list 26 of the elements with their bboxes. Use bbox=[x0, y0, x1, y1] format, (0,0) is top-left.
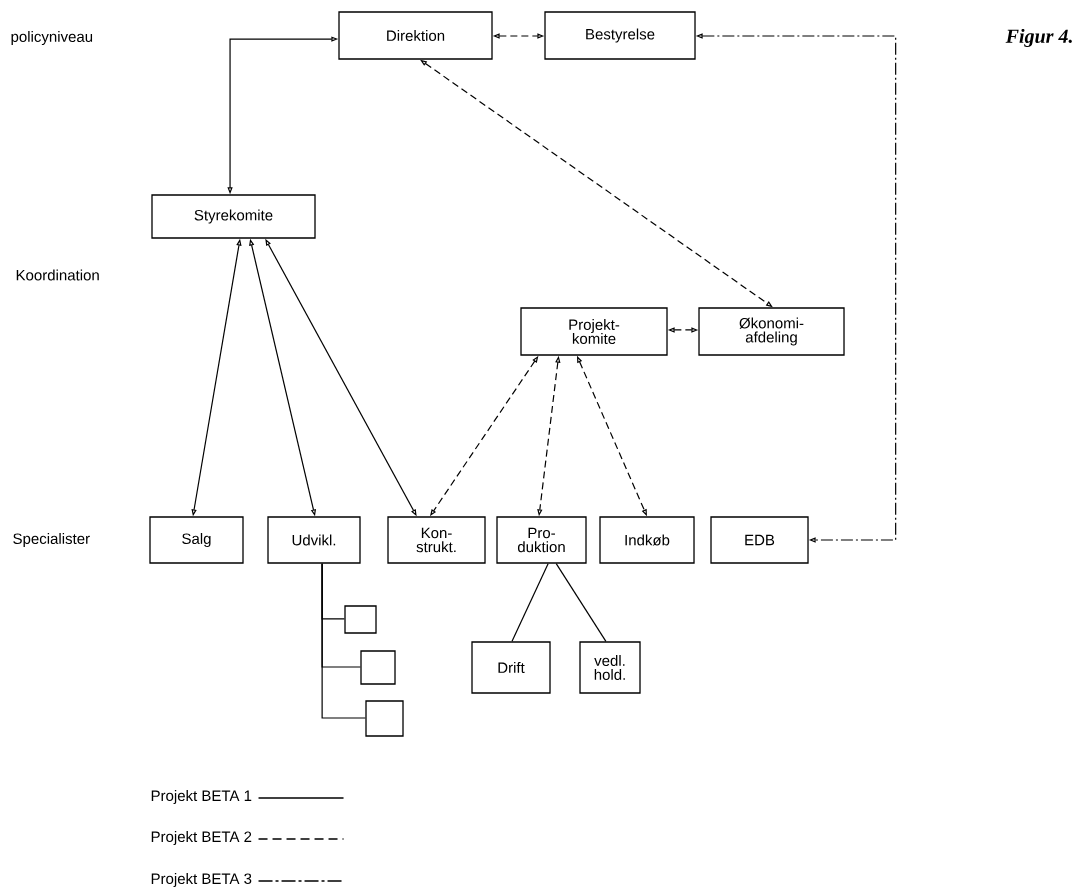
connector-line bbox=[555, 563, 607, 642]
org-box: Drift bbox=[471, 641, 551, 694]
connector-line bbox=[511, 563, 549, 642]
level-label: Koordination bbox=[16, 269, 99, 281]
org-box: Direktion bbox=[338, 11, 493, 60]
org-box: Kon-strukt. bbox=[387, 516, 486, 564]
org-box: Styrekomite bbox=[151, 194, 316, 239]
org-box: Indkøb bbox=[599, 516, 695, 564]
empty-box bbox=[344, 605, 377, 634]
empty-box bbox=[365, 700, 404, 737]
org-box: Udvikl. bbox=[267, 516, 361, 564]
legend-text: Projekt BETA 2 bbox=[151, 831, 252, 845]
level-label: policyniveau bbox=[11, 31, 93, 45]
legend-text: Projekt BETA 1 bbox=[151, 790, 252, 804]
org-box: Bestyrelse bbox=[544, 11, 696, 60]
figure-title: Figur 4. bbox=[1005, 28, 1072, 48]
org-box: Projekt-komite bbox=[520, 307, 668, 356]
legend-text: Projekt BETA 3 bbox=[151, 873, 252, 887]
org-box: vedl. hold. bbox=[579, 641, 641, 694]
level-label: Specialister bbox=[13, 533, 90, 547]
empty-box bbox=[360, 650, 396, 685]
org-box: Salg bbox=[149, 516, 244, 564]
connector-line bbox=[321, 563, 366, 719]
org-box: EDB bbox=[710, 516, 809, 564]
org-box: Pro-duktion bbox=[496, 516, 587, 564]
org-box: Økonomi-afdeling bbox=[698, 307, 845, 356]
